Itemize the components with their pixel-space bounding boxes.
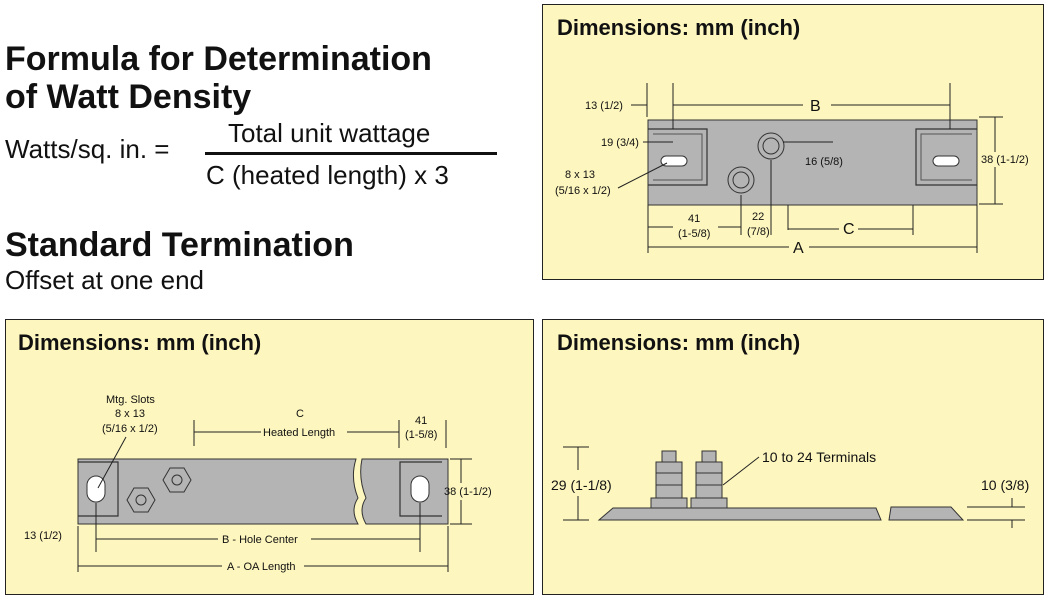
mounting-slot-right [410, 475, 430, 503]
formula-lhs: Watts/sq. in. = [5, 134, 170, 164]
terminals-label: 10 to 24 Terminals [762, 449, 876, 465]
termination-diagram: Mtg. Slots 8 x 13 (5/16 x 1/2) C Heated … [24, 394, 492, 573]
dim-13: 13 (1/2) [585, 100, 623, 112]
dim-38: 38 (1-1/2) [981, 154, 1029, 166]
dim-22-line2: (7/8) [747, 226, 770, 238]
terminal-stud-2 [695, 461, 723, 499]
dim-16: 16 (5/8) [805, 156, 843, 168]
dim-a: A [793, 240, 804, 257]
formula-title-line2: of Watt Density [5, 78, 252, 116]
termination-title: Standard Termination [5, 226, 354, 264]
hex-terminal-upper [162, 467, 192, 493]
dim-b: B [810, 98, 821, 115]
formula-title: Formula for Determination of Watt Densit… [5, 40, 432, 116]
dim-10: 10 (3/8) [981, 477, 1029, 493]
mtg-slots-line1: Mtg. Slots [106, 394, 155, 406]
mtg-slots-line3: (5/16 x 1/2) [102, 423, 158, 435]
mtg-slots-line2: 8 x 13 [115, 408, 145, 420]
dim-22-line1: 22 [752, 211, 764, 223]
dim-38: 38 (1-1/2) [444, 486, 492, 498]
formula-numerator: Total unit wattage [228, 118, 431, 148]
dim-29: 29 (1-1/8) [551, 477, 612, 493]
dim-b-hole-center: B - Hole Center [222, 534, 298, 546]
dim-19: 19 (3/4) [601, 137, 639, 149]
dim-c: C [843, 221, 855, 238]
terminal-lower [727, 166, 755, 194]
dimensions-panel-bottom-right: Dimensions: mm (inch) 29 (1-1/8) 10 to 2… [542, 319, 1044, 595]
element-body-left [77, 458, 359, 525]
side-body-left [597, 507, 882, 521]
dimensions-panel-bottom-left: Dimensions: mm (inch) Mtg. Slots 8 x 13 … [5, 319, 534, 595]
mounting-slot-left [660, 155, 688, 167]
dim-a-oa-length: A - OA Length [227, 561, 296, 573]
panel-title: Dimensions: mm (inch) [557, 330, 801, 355]
dim-41-line1: 41 [415, 415, 427, 427]
side-view-diagram: 29 (1-1/8) 10 to 24 Terminals 10 (3/8) [551, 446, 1029, 528]
panel-title: Dimensions: mm (inch) [557, 15, 801, 40]
dim-heated-length: Heated Length [263, 427, 335, 439]
panel-title: Dimensions: mm (inch) [18, 330, 262, 355]
terminal-upper [757, 132, 785, 160]
side-body-right [888, 506, 965, 521]
dim-41-line2: (1-5/8) [678, 228, 710, 240]
element-body-right [360, 458, 449, 525]
terminal-stud-1 [655, 461, 683, 499]
dim-13: 13 (1/2) [24, 530, 62, 542]
dim-c: C [296, 408, 304, 420]
top-view-diagram: B 13 (1/2) 19 (3/4) 8 x 13 (5/16 x 1/2) … [555, 83, 1029, 257]
hex-terminal-lower [126, 487, 156, 513]
dimensions-panel-top: Dimensions: mm (inch) B 13 (1/2) 19 (3/4… [542, 4, 1044, 280]
formula-denominator: C (heated length) x 3 [206, 160, 449, 190]
dim-slot-line2: (5/16 x 1/2) [555, 185, 611, 197]
dim-41-line2: (1-5/8) [405, 429, 437, 441]
dim-41-line1: 41 [688, 213, 700, 225]
termination-subtitle: Offset at one end [5, 265, 204, 295]
fraction-bar [205, 152, 497, 155]
formula-title-line1: Formula for Determination [5, 40, 432, 78]
mounting-slot-right [932, 155, 960, 167]
dim-slot-line1: 8 x 13 [565, 169, 595, 181]
